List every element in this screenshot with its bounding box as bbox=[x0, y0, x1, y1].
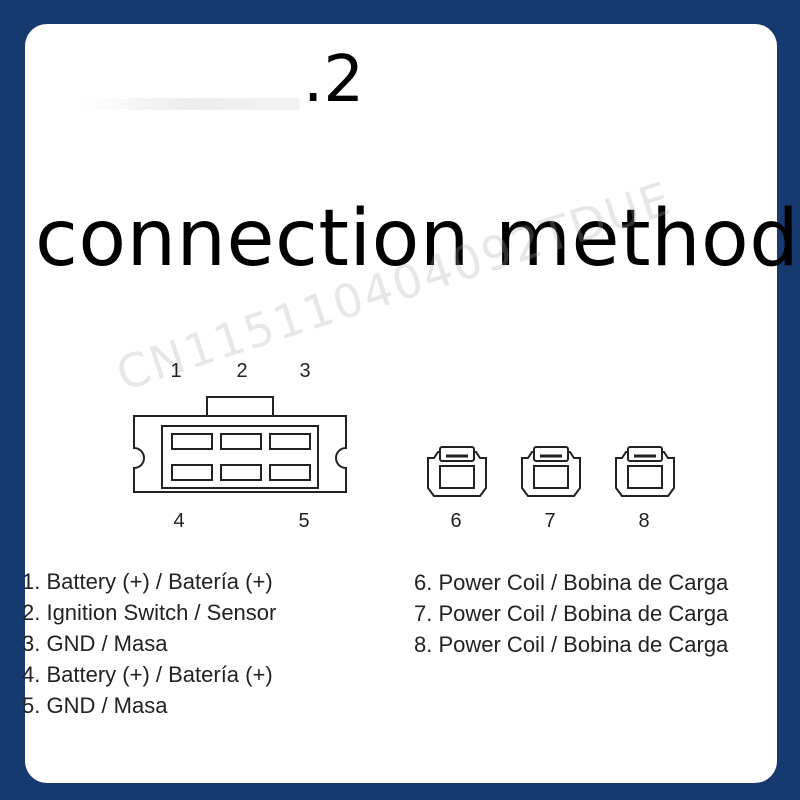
faded-heading-word bbox=[80, 98, 300, 110]
pin-label-8: 8 bbox=[638, 510, 649, 532]
legend-item-8: 8. Power Coil / Bobina de Carga bbox=[414, 632, 729, 657]
connector-latch bbox=[206, 396, 274, 417]
main-connector bbox=[133, 396, 347, 493]
pin-label-7: 7 bbox=[544, 510, 555, 532]
slot-1 bbox=[171, 433, 213, 450]
pin-label-2: 2 bbox=[236, 360, 247, 382]
legend-item-1: 1. Battery (+) / Batería (+) bbox=[22, 569, 273, 594]
small-connector-8 bbox=[615, 446, 675, 497]
slot-5 bbox=[269, 464, 311, 481]
content-card bbox=[25, 24, 777, 783]
pin-label-6: 6 bbox=[450, 510, 461, 532]
pin-label-4: 4 bbox=[173, 510, 184, 532]
pin-label-1: 1 bbox=[170, 360, 181, 382]
legend-item-4: 4. Battery (+) / Batería (+) bbox=[22, 662, 273, 687]
section-number: .2 bbox=[303, 43, 365, 117]
slot-2 bbox=[220, 433, 262, 450]
legend-item-3: 3. GND / Masa bbox=[22, 631, 168, 656]
pin-label-5: 5 bbox=[298, 510, 309, 532]
pin-label-3: 3 bbox=[299, 360, 310, 382]
slot-3 bbox=[269, 433, 311, 450]
legend-item-5: 5. GND / Masa bbox=[22, 693, 168, 718]
legend-item-2: 2. Ignition Switch / Sensor bbox=[22, 600, 277, 625]
pin-legend-right: 6. Power Coil / Bobina de Carga 7. Power… bbox=[414, 567, 728, 660]
connector-face bbox=[161, 425, 319, 489]
legend-item-7: 7. Power Coil / Bobina de Carga bbox=[414, 601, 729, 626]
slot-mid bbox=[220, 464, 262, 481]
pin-legend-left: 1. Battery (+) / Batería (+) 2. Ignition… bbox=[22, 566, 277, 718]
slot-4 bbox=[171, 464, 213, 481]
page-title: connection method bbox=[35, 194, 800, 284]
small-connector-7 bbox=[521, 446, 581, 497]
small-connector-6 bbox=[427, 446, 487, 497]
legend-item-6: 6. Power Coil / Bobina de Carga bbox=[414, 570, 729, 595]
